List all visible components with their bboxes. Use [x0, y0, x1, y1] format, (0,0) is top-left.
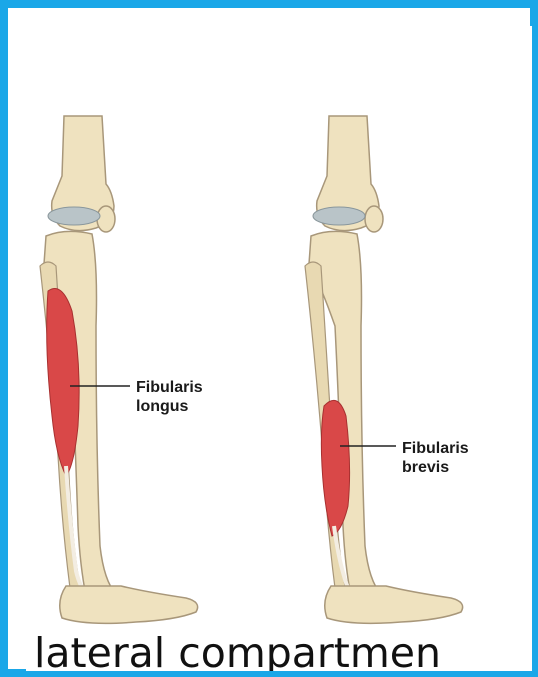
left-patella [97, 206, 115, 232]
left-foot [60, 586, 198, 623]
caption-text: lateral compartmen [34, 630, 441, 671]
leg-illustrations [26, 26, 532, 671]
right-foot [325, 586, 463, 623]
label-brevis-line-1: Fibularis [402, 439, 469, 458]
left-leg-illustration [40, 116, 198, 623]
right-fibularis-brevis [321, 400, 349, 536]
right-leg-illustration [305, 116, 463, 623]
illustration-panel: Fibularis longus Fibularis brevis latera… [26, 26, 532, 671]
label-brevis-line-2: brevis [402, 458, 469, 477]
label-longus-line-1: Fibularis [136, 378, 203, 397]
label-longus-line-2: longus [136, 397, 203, 416]
left-meniscus [48, 207, 100, 225]
label-fibularis-longus: Fibularis longus [136, 378, 203, 416]
right-patella [365, 206, 383, 232]
right-meniscus [313, 207, 365, 225]
label-fibularis-brevis: Fibularis brevis [402, 439, 469, 477]
